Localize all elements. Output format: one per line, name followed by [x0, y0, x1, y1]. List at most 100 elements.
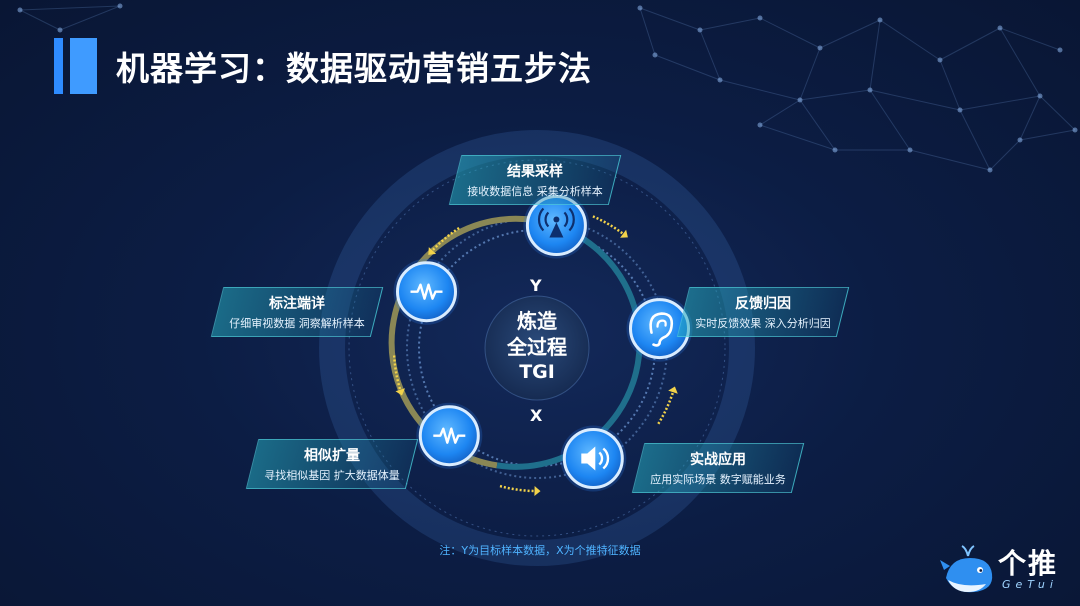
signal-tower-icon: [537, 207, 575, 238]
cycle-node: [560, 425, 627, 492]
network-link: [939, 27, 1001, 61]
network-link: [869, 89, 911, 151]
footnote: 注：Y为目标样本数据，X为个推特征数据: [439, 544, 641, 557]
step-desc: 寻找相似基因 扩大数据体量: [264, 469, 400, 482]
network-node: [832, 147, 838, 153]
network-node: [937, 57, 943, 63]
step-desc: 实时反馈效果 深入分析归因: [695, 317, 831, 330]
step-title: 相似扩量: [304, 448, 360, 464]
network-link: [909, 149, 991, 171]
waveform-icon: [410, 283, 443, 300]
network-node: [987, 167, 993, 173]
network-link: [999, 27, 1061, 51]
network-node: [797, 97, 803, 103]
network-node: [907, 147, 913, 153]
network-link: [699, 17, 761, 31]
step-card-feedback-attribution: 反馈归因 实时反馈效果 深入分析归因: [676, 287, 850, 337]
outer-ring-dotted: [348, 159, 726, 537]
network-link: [939, 59, 961, 111]
step-title: 实战应用: [690, 452, 746, 468]
whale-logo-icon: [940, 545, 993, 593]
network-node: [757, 15, 763, 21]
network-node: [1072, 127, 1078, 133]
network-link: [799, 47, 821, 101]
step-title: 结果采样: [507, 164, 563, 180]
network-link: [1039, 95, 1076, 131]
axis-y-label: Y: [530, 276, 542, 295]
center-line-2: 全过程: [507, 335, 567, 359]
center-line-1: 炼造: [517, 309, 557, 333]
network-node: [757, 122, 763, 128]
flow-arrow: [592, 215, 628, 238]
network-link: [19, 9, 61, 31]
network-link: [879, 19, 941, 61]
network-node: [637, 5, 643, 11]
network-node: [817, 45, 823, 51]
step-desc: 接收数据信息 采集分析样本: [467, 185, 603, 198]
page-title: 机器学习：数据驱动营销五步法: [116, 49, 592, 88]
speaker-icon: [581, 446, 610, 471]
network-link: [639, 7, 701, 31]
step-card-annotation-review: 标注端详 仔细审视数据 洞察解析样本: [210, 287, 384, 337]
center-label: 炼造 全过程 TGI: [477, 308, 597, 384]
step-title: 反馈归因: [735, 296, 791, 312]
network-link: [1019, 129, 1076, 141]
getui-logo: 个推 GeTui: [940, 540, 1070, 600]
step-title: 标注端详: [269, 296, 325, 312]
network-node: [697, 27, 703, 33]
title-accent-bar: [54, 38, 63, 94]
network-node: [877, 17, 883, 23]
network-node: [652, 52, 658, 58]
logo-subtitle: GeTui: [1002, 578, 1058, 591]
cycle-node: [416, 402, 483, 469]
network-link: [999, 27, 1041, 97]
network-link: [869, 89, 961, 111]
center-disc: [484, 295, 590, 401]
network-link: [759, 99, 801, 126]
cycle-node: [393, 258, 460, 325]
network-node: [1017, 137, 1023, 143]
step-desc: 应用实际场景 数字赋能业务: [650, 473, 786, 486]
network-link: [59, 5, 121, 31]
cycle-node: [523, 192, 590, 259]
network-link: [989, 139, 1021, 171]
network-link: [654, 54, 721, 81]
flow-arrow: [499, 484, 541, 496]
network-link: [799, 99, 836, 151]
step-card-lookalike-expansion: 相似扩量 寻找相似基因 扩大数据体量: [245, 439, 419, 489]
flow-arrow: [428, 227, 460, 255]
network-link: [759, 17, 821, 49]
network-link: [719, 79, 801, 101]
waveform-icon: [433, 427, 466, 444]
step-card-practical-application: 实战应用 应用实际场景 数字赋能业务: [631, 443, 805, 493]
network-link: [869, 19, 881, 91]
step-card-result-sampling: 结果采样 接收数据信息 采集分析样本: [448, 155, 622, 205]
network-link: [759, 124, 836, 151]
network-link: [959, 109, 991, 171]
logo-name: 个推: [998, 547, 1059, 580]
network-link: [699, 29, 721, 81]
network-node: [1037, 93, 1043, 99]
axis-x-label: X: [530, 406, 543, 425]
network-node: [867, 87, 873, 93]
cycle-node: [626, 295, 693, 362]
network-link: [799, 89, 871, 101]
network-node: [957, 107, 963, 113]
network-node: [117, 3, 123, 9]
network-node: [1057, 47, 1063, 53]
title-accent-bar-wide: [70, 38, 97, 94]
center-line-3: TGI: [519, 361, 555, 383]
network-link: [639, 7, 656, 56]
flow-arrow: [392, 355, 405, 396]
flow-arrow: [657, 386, 678, 425]
network-link: [819, 19, 881, 49]
step-desc: 仔细审视数据 洞察解析样本: [229, 317, 365, 330]
network-node: [57, 27, 63, 33]
main-ring-teal: [496, 222, 643, 470]
outer-ring-faint: [319, 130, 755, 566]
ear-icon: [649, 312, 674, 347]
network-link: [19, 5, 121, 11]
